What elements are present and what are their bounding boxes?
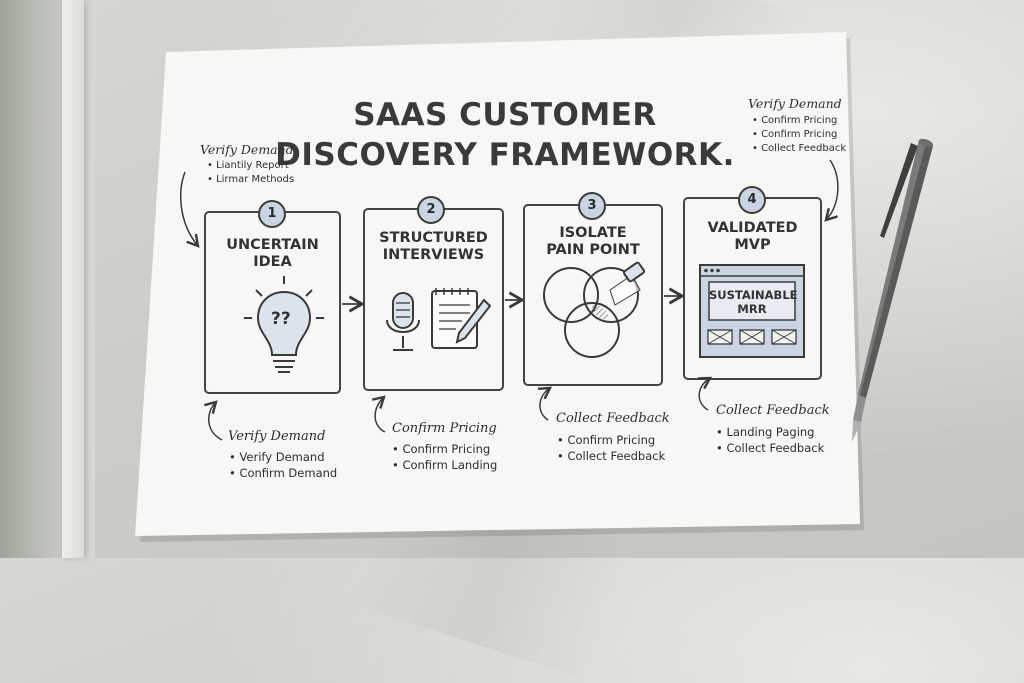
step-number-1: 1 [258,200,286,228]
step-title-line: INTERVIEWS [382,247,485,263]
pen [852,138,934,442]
mrr-line: MRR [737,302,767,316]
list-item: Confirm Pricing [557,432,665,448]
note-head-bottom-2: Confirm Pricing [392,421,497,436]
list-item: Collect Feedback [716,440,824,456]
note-head-top-right: Verify Demand [748,96,842,111]
step-title-line: VALIDATED [707,220,798,236]
step-title-4: VALIDATED MVP [684,220,821,254]
venn-spotlight-icon [543,261,646,358]
lightbulb-question-icon [244,276,324,373]
step-title-line: UNCERTAIN [226,237,319,253]
list-item: Confirm Pricing [752,114,846,128]
browser-window-icon [699,264,805,358]
microphone-notepad-icon [386,288,492,351]
note-list-bottom-1: Verify Demand Confirm Demand [229,449,337,481]
curved-arrow-top-right [824,159,839,222]
diagram-drawing [135,32,934,542]
title-line-1: SAAS CUSTOMER [353,97,657,133]
title-line-2: DISCOVERY FRAMEWORK. [275,137,735,173]
step-title-line: ISOLATE [559,225,627,241]
paper [135,32,860,536]
note-head-bottom-4: Collect Feedback [716,403,830,418]
list-item: Landing Paging [716,424,824,440]
curved-arrow-bottom-1 [204,400,223,441]
step-title-line: MVP [734,237,771,253]
note-list-bottom-3: Confirm Pricing Collect Feedback [557,432,665,464]
note-list-top-right: Confirm Pricing Confirm Pricing Collect … [752,114,846,156]
step-title-line: IDEA [253,254,292,270]
note-head-bottom-1: Verify Demand [228,429,326,444]
step-number-3: 3 [578,192,606,220]
list-item: Collect Feedback [557,448,665,464]
list-item: Confirm Pricing [752,128,846,142]
question-marks: ?? [271,309,291,329]
curved-arrow-bottom-2 [371,395,386,433]
list-item: Confirm Pricing [392,441,497,457]
step-title-line: STRUCTURED [379,230,488,246]
mrr-line: SUSTAINABLE [709,288,798,302]
note-list-top-left: Liantily Report Lirmar Methods [207,159,294,187]
note-list-bottom-4: Landing Paging Collect Feedback [716,424,824,456]
step-title-2: STRUCTURED INTERVIEWS [364,230,503,264]
step-number-2: 2 [417,196,445,224]
note-head-top-left: Verify Demand [200,142,294,157]
page-title: SAAS CUSTOMER DISCOVERY FRAMEWORK. [250,95,760,175]
paper-sheet: SAAS CUSTOMER DISCOVERY FRAMEWORK. Verif… [0,0,1024,558]
list-item: Confirm Demand [229,465,337,481]
curved-arrow-top-left [180,171,200,248]
curved-arrow-bottom-3 [537,386,553,421]
note-head-bottom-3: Collect Feedback [556,411,670,426]
curved-arrow-bottom-4 [697,376,713,411]
list-item: Confirm Landing [392,457,497,473]
list-item: Liantily Report [207,159,294,173]
note-list-bottom-2: Confirm Pricing Confirm Landing [392,441,497,473]
list-item: Verify Demand [229,449,337,465]
step-title-line: PAIN POINT [546,242,640,258]
list-item: Lirmar Methods [207,173,294,187]
list-item: Collect Feedback [752,142,846,156]
step-title-3: ISOLATE PAIN POINT [524,225,662,259]
step-title-1: UNCERTAIN IDEA [205,237,340,271]
window-frame [62,0,84,558]
mrr-label: SUSTAINABLE MRR [709,288,798,316]
step-number-4: 4 [738,186,766,214]
